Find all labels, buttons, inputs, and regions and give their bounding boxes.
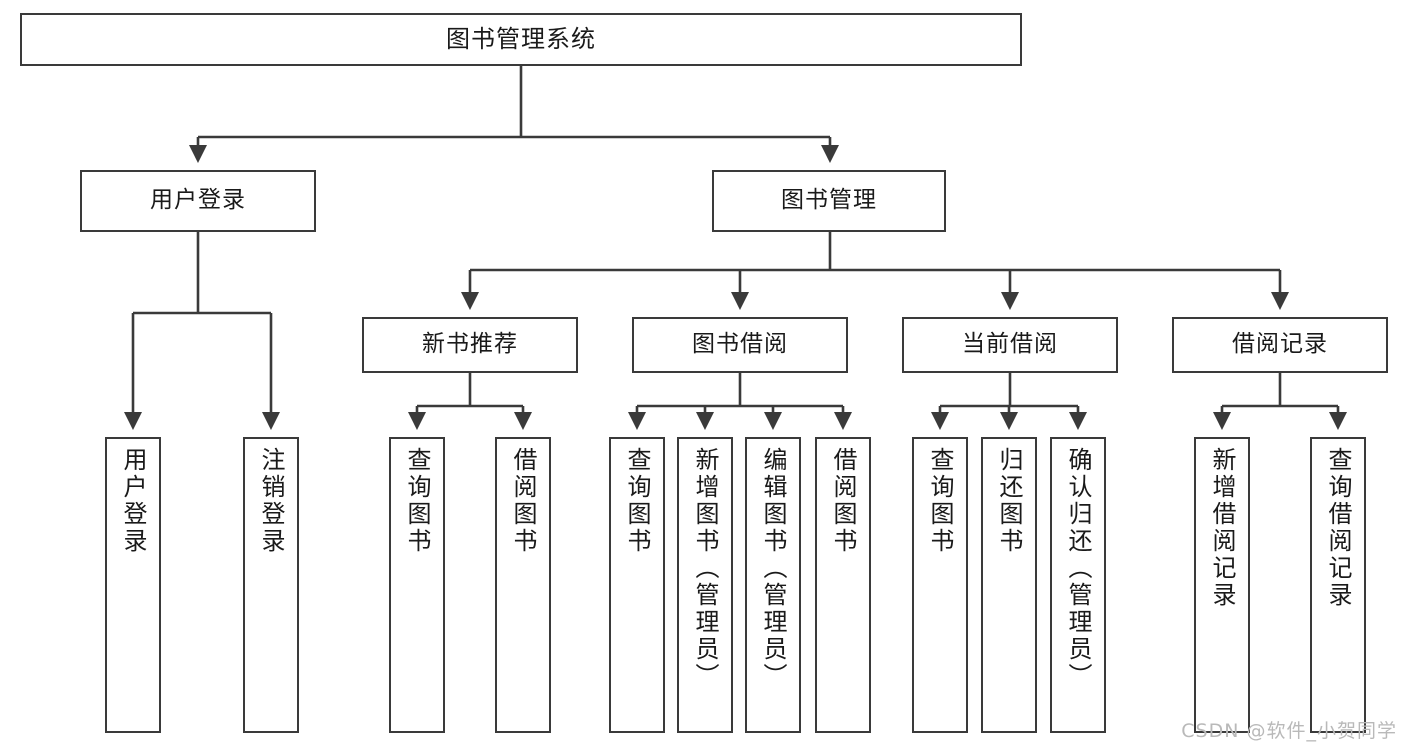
node-book-management[interactable]: 图书管理 — [712, 170, 946, 232]
node-label: 借阅记录 — [1232, 331, 1328, 358]
node-label: 归还图书 — [995, 447, 1023, 555]
leaf-add-book-admin[interactable]: 新增图书（管理员） — [677, 437, 733, 733]
leaf-edit-book-admin[interactable]: 编辑图书（管理员） — [745, 437, 801, 733]
node-user-login[interactable]: 用户登录 — [80, 170, 316, 232]
leaf-logout[interactable]: 注销登录 — [243, 437, 299, 733]
leaf-return-book[interactable]: 归还图书 — [981, 437, 1037, 733]
node-label: 图书管理 — [781, 187, 877, 214]
node-new-book-recommend[interactable]: 新书推荐 — [362, 317, 578, 373]
node-label: 新增图书（管理员） — [691, 447, 719, 690]
node-label: 编辑图书（管理员） — [759, 447, 787, 690]
node-label: 借阅图书 — [509, 447, 537, 555]
leaf-confirm-return-admin[interactable]: 确认归还（管理员） — [1050, 437, 1106, 733]
leaf-user-login[interactable]: 用户登录 — [105, 437, 161, 733]
node-label: 查询图书 — [926, 447, 954, 555]
leaf-add-borrow-record[interactable]: 新增借阅记录 — [1194, 437, 1250, 733]
node-root-book-management-system[interactable]: 图书管理系统 — [20, 13, 1022, 66]
leaf-query-borrow-record[interactable]: 查询借阅记录 — [1310, 437, 1366, 733]
node-book-borrow[interactable]: 图书借阅 — [632, 317, 848, 373]
node-label: 新书推荐 — [422, 331, 518, 358]
node-label: 查询图书 — [403, 447, 431, 555]
node-label: 借阅图书 — [829, 447, 857, 555]
leaf-query-book-borrow[interactable]: 查询图书 — [609, 437, 665, 733]
node-borrow-record[interactable]: 借阅记录 — [1172, 317, 1388, 373]
node-label: 图书借阅 — [692, 331, 788, 358]
leaf-query-book-current[interactable]: 查询图书 — [912, 437, 968, 733]
node-label: 注销登录 — [257, 447, 285, 555]
node-label: 用户登录 — [150, 187, 246, 214]
node-label: 查询图书 — [623, 447, 651, 555]
node-label: 确认归还（管理员） — [1064, 447, 1092, 690]
node-label: 图书管理系统 — [446, 25, 596, 54]
node-label: 查询借阅记录 — [1324, 447, 1352, 609]
node-label: 用户登录 — [119, 447, 147, 555]
node-current-borrow[interactable]: 当前借阅 — [902, 317, 1118, 373]
leaf-borrow-book[interactable]: 借阅图书 — [815, 437, 871, 733]
leaf-query-book-recommend[interactable]: 查询图书 — [389, 437, 445, 733]
csdn-watermark: CSDN @软件_小贺同学 — [1181, 720, 1397, 742]
node-label: 当前借阅 — [962, 331, 1058, 358]
leaf-borrow-book-recommend[interactable]: 借阅图书 — [495, 437, 551, 733]
node-label: 新增借阅记录 — [1208, 447, 1236, 609]
